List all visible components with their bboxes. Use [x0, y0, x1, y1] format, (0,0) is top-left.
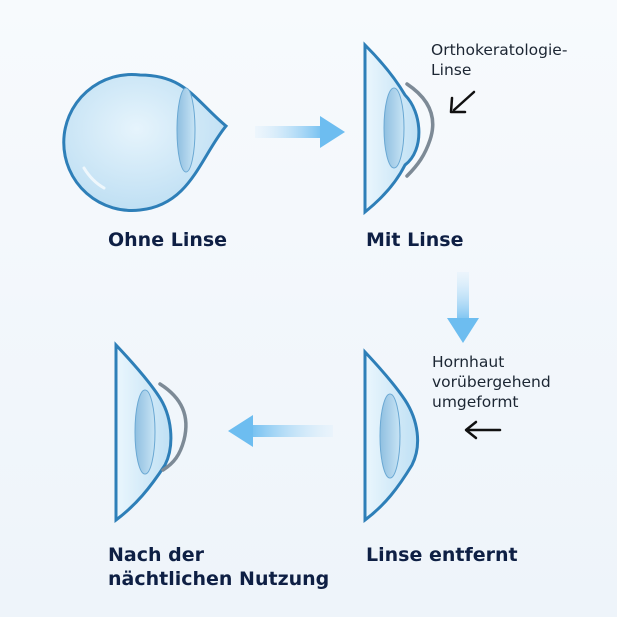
stage-label-line: nächtlichen Nutzung	[108, 568, 330, 590]
stage-label-line: Mit Linse	[366, 229, 464, 251]
eye-icon	[62, 73, 229, 212]
eye-icon	[363, 41, 435, 216]
stage-label-line: Linse entfernt	[366, 544, 518, 566]
flow-arrow-icon	[447, 272, 479, 343]
pointer-arrow-icon	[464, 420, 502, 440]
stage-label-line: Ohne Linse	[108, 229, 228, 251]
stage-label-without-lens: Ohne Linse	[108, 228, 227, 252]
flow-arrow-icon	[255, 116, 345, 148]
stage-label-with-lens: Mit Linse	[366, 228, 463, 252]
annotation-cornea-reshaped: Hornhaut vorübergehend umgeformt	[432, 352, 551, 412]
annotation-line: Hornhaut	[432, 353, 505, 371]
annotation-line: Linse	[431, 61, 472, 79]
eye-icon	[114, 341, 188, 524]
annotation-line: Orthokeratologie-	[431, 41, 568, 59]
stage-label-lens-removed: Linse entfernt	[366, 543, 518, 567]
annotation-line: vorübergehend	[432, 373, 551, 391]
pointer-arrow-icon	[449, 90, 476, 114]
stage-label-line: Nach der	[108, 544, 204, 566]
stage-label-after-night-use: Nach der nächtlichen Nutzung	[108, 543, 329, 591]
flow-arrow-icon	[228, 415, 333, 447]
annotation-line: umgeformt	[432, 393, 519, 411]
annotation-ortho-lens: Orthokeratologie- Linse	[431, 40, 567, 80]
eye-icon	[363, 348, 420, 524]
